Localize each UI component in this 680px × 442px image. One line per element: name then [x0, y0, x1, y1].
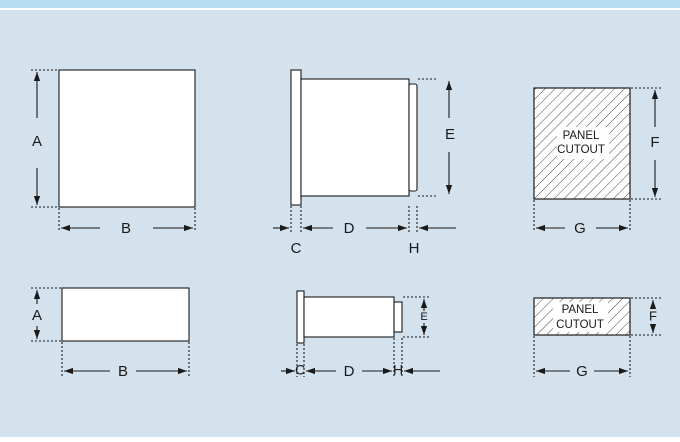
small-label-a: A — [32, 307, 42, 324]
band-gap — [0, 8, 680, 10]
large-side-flange — [290, 69, 302, 206]
large-cutout-view — [533, 87, 661, 232]
small-label-b: B — [118, 363, 128, 380]
large-front-body — [58, 69, 196, 208]
large-cutout-text-line2: CUTOUT — [557, 144, 605, 156]
large-cutout-label-bg — [557, 127, 609, 159]
large-label-c: C — [291, 240, 302, 257]
top-band — [0, 0, 680, 8]
small-side-body — [303, 296, 395, 338]
small-side-flange — [296, 290, 305, 344]
large-label-d: D — [344, 220, 355, 237]
small-label-e: E — [420, 311, 427, 323]
large-label-a: A — [32, 133, 42, 150]
large-label-f: F — [650, 134, 659, 151]
large-cutout-text-line1: PANEL — [563, 130, 600, 142]
small-cutout-label-bg — [553, 302, 608, 332]
large-side-view — [273, 69, 456, 232]
large-label-b: B — [121, 220, 131, 237]
small-label-h: H — [393, 362, 403, 378]
large-side-rear — [408, 83, 418, 192]
small-side-rear — [393, 301, 403, 333]
small-cutout-view — [533, 297, 662, 377]
large-label-e: E — [445, 126, 455, 143]
large-front-view — [31, 69, 196, 232]
small-front-view — [31, 287, 190, 377]
large-label-h: H — [409, 240, 420, 257]
small-label-c: C — [295, 362, 305, 378]
large-label-g: G — [574, 220, 586, 237]
small-label-f: F — [649, 308, 657, 323]
small-label-d: D — [344, 363, 355, 380]
small-cutout-text-line2: CUTOUT — [556, 319, 604, 331]
small-side-view — [281, 290, 440, 377]
small-label-g: G — [576, 363, 588, 380]
small-cutout-text-line1: PANEL — [562, 304, 599, 316]
large-side-body — [300, 78, 410, 197]
small-front-body — [61, 287, 190, 342]
